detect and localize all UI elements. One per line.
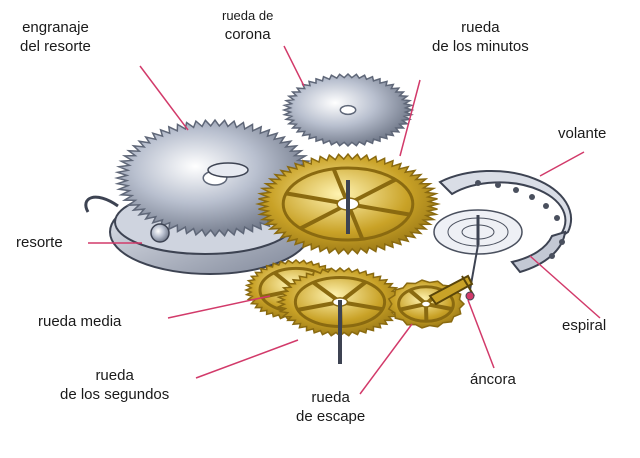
screw (208, 163, 248, 177)
label-espiral: espiral (562, 316, 606, 335)
label-media: rueda media (38, 312, 121, 331)
mainspring-hook (86, 197, 118, 212)
label-resorte: resorte (16, 233, 63, 252)
label-ancora: áncora (470, 370, 516, 389)
screw (151, 224, 169, 242)
label-volante: volante (558, 124, 606, 143)
balance-wheel (434, 171, 571, 290)
